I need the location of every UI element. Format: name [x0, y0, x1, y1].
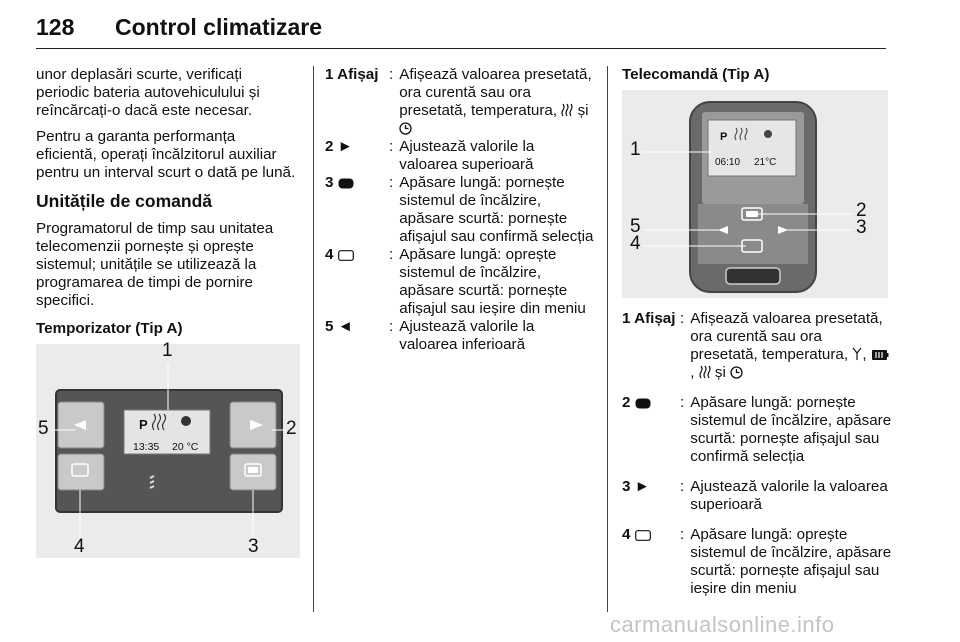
paragraph-battery: unor deplasări scurte, verificați period… — [36, 66, 260, 119]
column-1: unor deplasări scurte, verificați period… — [36, 66, 300, 558]
item-key: 2 — [622, 394, 631, 411]
timer-callout-3: 3 — [248, 536, 259, 557]
remote-callout-1: 1 — [630, 139, 641, 160]
clock-icon — [399, 122, 412, 135]
timer-item-3: 3 : Apăsare lungă: pornește sistemul de … — [325, 174, 594, 245]
item-key: 3 — [622, 478, 631, 495]
item-desc: Ajustează valorile la valoarea superioar… — [399, 138, 535, 173]
timer-callout-4: 4 — [74, 536, 85, 557]
timer-display-temp: 20 °C — [172, 441, 199, 453]
page-title: Control climatizare — [115, 14, 323, 40]
item-desc: Afișează valoarea presetată, ora curentă… — [399, 66, 592, 119]
item-key: 4 — [622, 526, 631, 543]
remote-item-2: 2 : Apăsare lungă: pornește sistemul de … — [622, 394, 892, 465]
right-arrow-icon: ► — [337, 138, 353, 155]
remote-heading: Telecomandă (Tip A) — [622, 66, 770, 83]
column-2: 1 Afișaj : Afișează valoarea presetată, … — [325, 66, 595, 354]
outline-button-icon — [634, 530, 651, 541]
section-heading-controls: Unitățile de comandă — [36, 191, 213, 211]
remote-item-display: 1 Afișaj : Afișează valoarea presetată, … — [622, 310, 892, 382]
left-arrow-icon: ◄ — [337, 318, 353, 335]
timer-item-2: 2 ► : Ajustează valorile la valoarea sup… — [325, 138, 595, 174]
remote-figure: P 06:10 21°C 1 2 3 4 5 — [622, 90, 888, 298]
item-desc: Apăsare lungă: pornește sistemul de încă… — [690, 394, 892, 465]
paragraph-controls: Programatorul de timp sau unitatea telec… — [36, 220, 274, 309]
outline-button-icon — [337, 250, 354, 261]
filled-button-icon — [338, 178, 354, 189]
watermark: carmanualsonline.info — [610, 612, 835, 637]
remote-callout-4: 4 — [630, 233, 641, 254]
item-key: 3 — [325, 174, 334, 191]
page-header: 128 Control climatizare — [36, 14, 886, 54]
item-key: 5 — [325, 318, 334, 335]
item-desc: Apăsare lungă: oprește sistemul de încăl… — [690, 526, 892, 597]
item-key: 4 — [325, 246, 334, 263]
column-3: Telecomandă (Tip A) P 06:10 21°C 1 2 3 — [622, 66, 892, 610]
clock-icon — [730, 366, 743, 379]
battery-icon — [871, 350, 889, 360]
remote-item-4: 4 : Apăsare lungă: oprește sistemul de î… — [622, 526, 892, 597]
column-divider-2 — [607, 66, 608, 612]
timer-callout-1: 1 — [162, 340, 173, 361]
item-desc: Apăsare lungă: oprește sistemul de încăl… — [399, 246, 586, 317]
column-divider-1 — [313, 66, 314, 612]
heat-icon — [699, 365, 711, 379]
timer-display-time: 13:35 — [133, 441, 160, 453]
remote-display-time: 06:10 — [715, 157, 741, 168]
item-key: 2 — [325, 138, 334, 155]
timer-callout-2: 2 — [286, 418, 297, 439]
timer-item-display: 1 Afișaj : Afișează valoarea presetată, … — [325, 66, 595, 138]
item-desc: Ajustează valorile la valoarea inferioar… — [399, 318, 535, 353]
remote-display-temp: 21°C — [754, 157, 777, 168]
filled-button-icon — [635, 398, 651, 409]
timer-display-p: P — [139, 417, 148, 432]
item-desc: Afișează valoarea presetată, ora curentă… — [690, 310, 883, 363]
heat-icon — [561, 103, 573, 117]
remote-item-3: 3 ► : Ajustează valorile la valoarea sup… — [622, 478, 892, 514]
timer-illustration — [52, 364, 286, 540]
item-desc: Ajustează valorile la valoarea superioar… — [690, 478, 888, 513]
paragraph-performance: Pentru a garanta performanța eficientă, … — [36, 128, 296, 181]
remote-callout-3: 3 — [856, 217, 867, 238]
antenna-icon — [852, 347, 862, 360]
remote-callout-2: 2 — [856, 200, 867, 221]
item-key: 1 Afișaj — [325, 66, 379, 83]
remote-callout-5: 5 — [630, 216, 641, 237]
header-rule — [36, 48, 886, 49]
timer-item-4: 4 : Apăsare lungă: oprește sistemul de î… — [325, 246, 595, 318]
timer-callout-5: 5 — [38, 418, 49, 439]
timer-heading: Temporizator (Tip A) — [36, 320, 183, 337]
remote-display-p: P — [720, 131, 728, 143]
item-key: 1 Afișaj — [622, 310, 676, 327]
item-desc: Apăsare lungă: pornește sistemul de încă… — [399, 174, 594, 245]
timer-item-5: 5 ◄ : Ajustează valorile la valoarea inf… — [325, 318, 595, 354]
page-number: 128 — [36, 14, 75, 40]
right-arrow-icon: ► — [634, 478, 650, 495]
timer-figure: P 13:35 20 °C 1 2 3 4 5 — [36, 340, 300, 558]
remote-illustration — [642, 101, 852, 293]
